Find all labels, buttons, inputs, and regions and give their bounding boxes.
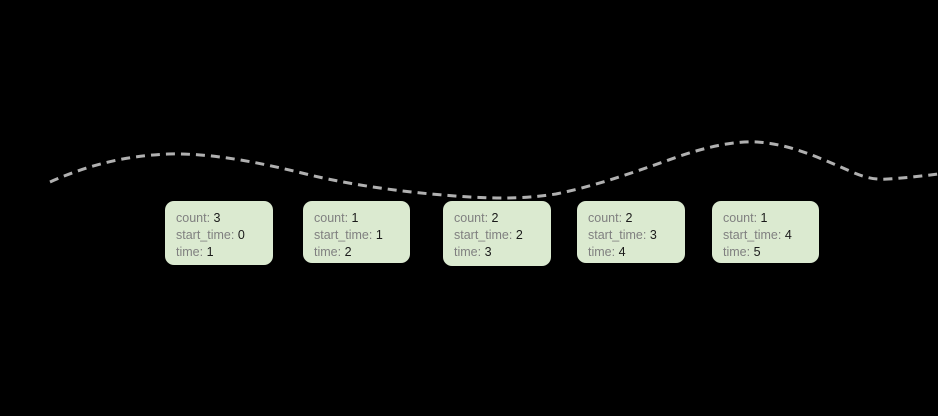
event-field-label: start_time:: [454, 228, 516, 242]
event-field-value: 1: [206, 245, 214, 259]
event-field-value: 1: [351, 211, 359, 225]
event-field-label: count:: [176, 211, 214, 225]
event-field-label: start_time:: [314, 228, 376, 242]
event-field-value: 2: [625, 211, 633, 225]
event-field-value: 0: [237, 228, 245, 242]
event-field-value: 3: [484, 245, 492, 259]
event-field-value: 2: [344, 245, 352, 259]
event-field-value: 5: [753, 245, 761, 259]
event-field-count: count: 1: [723, 210, 808, 227]
event-field-value: 3: [649, 228, 657, 242]
event-field-start_time: start_time: 3: [588, 227, 674, 244]
event-field-label: count:: [454, 211, 492, 225]
event-field-label: count:: [588, 211, 626, 225]
event-field-label: count:: [723, 211, 761, 225]
event-field-time: time: 4: [588, 244, 674, 261]
event-field-time: time: 5: [723, 244, 808, 261]
event-field-count: count: 1: [314, 210, 399, 227]
event-field-count: count: 2: [588, 210, 674, 227]
event-field-label: time:: [176, 245, 207, 259]
event-field-time: time: 3: [454, 244, 540, 261]
event-field-value: 1: [375, 228, 383, 242]
event-field-start_time: start_time: 4: [723, 227, 808, 244]
event-field-count: count: 2: [454, 210, 540, 227]
event-field-time: time: 2: [314, 244, 399, 261]
event-field-label: time:: [723, 245, 754, 259]
event-field-label: start_time:: [588, 228, 650, 242]
event-field-start_time: start_time: 0: [176, 227, 262, 244]
event-field-value: 2: [515, 228, 523, 242]
event-field-label: start_time:: [723, 228, 785, 242]
event-field-label: start_time:: [176, 228, 238, 242]
event-field-label: time:: [454, 245, 485, 259]
event-field-label: count:: [314, 211, 352, 225]
event-field-start_time: start_time: 2: [454, 227, 540, 244]
event-field-label: time:: [314, 245, 345, 259]
event-field-value: 4: [618, 245, 626, 259]
event-field-value: 1: [760, 211, 768, 225]
trend-curve-path: [49, 140, 938, 200]
event-field-label: time:: [588, 245, 619, 259]
event-field-start_time: start_time: 1: [314, 227, 399, 244]
event-field-value: 3: [213, 211, 221, 225]
event-field-time: time: 1: [176, 244, 262, 261]
event-field-value: 2: [491, 211, 499, 225]
event-field-count: count: 3: [176, 210, 262, 227]
event-field-value: 4: [784, 228, 792, 242]
